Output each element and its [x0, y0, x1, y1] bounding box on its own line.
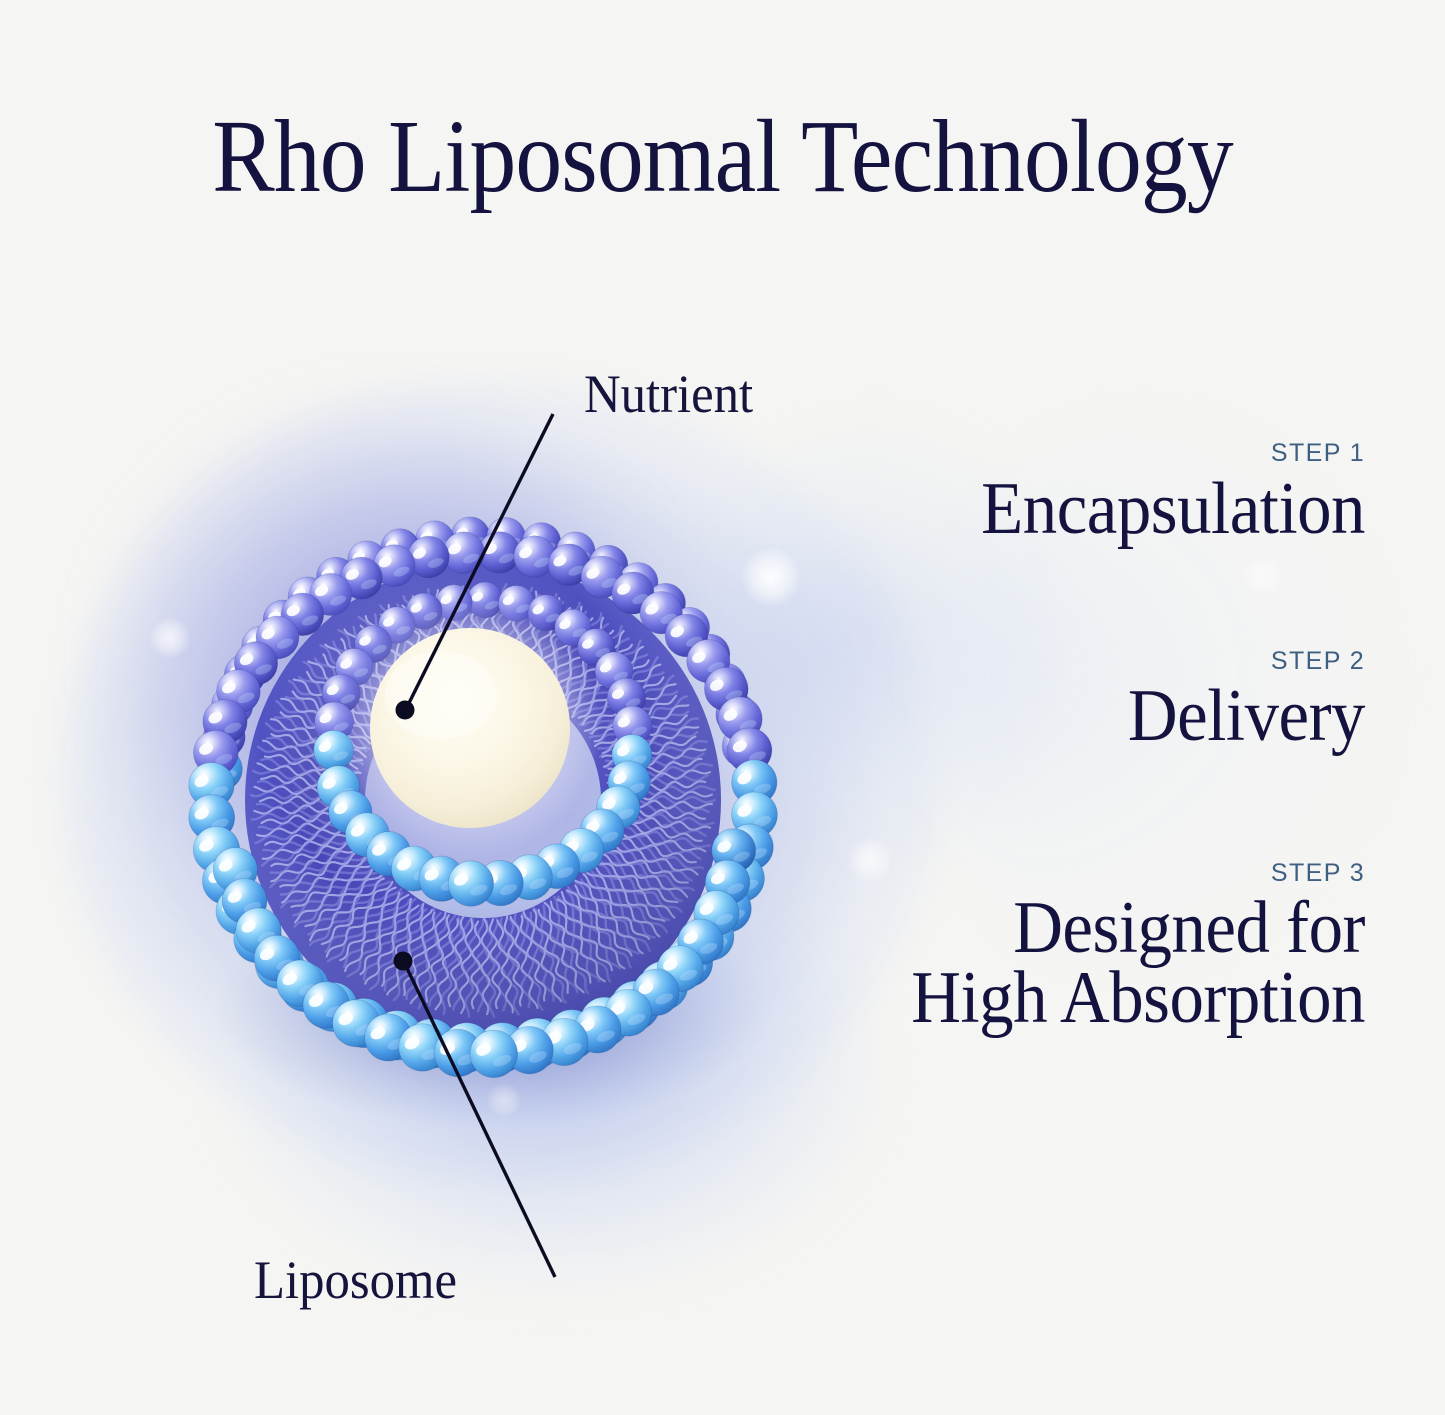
liposome-leader-dot — [393, 951, 413, 971]
callout-label-nutrient: Nutrient — [584, 364, 754, 424]
core-highlight — [385, 651, 497, 739]
step-1-title-line-1: Encapsulation — [981, 467, 1365, 550]
step-3-title-line-2: High Absorption — [911, 957, 1365, 1040]
step-1-title: Encapsulation — [788, 467, 1365, 550]
step-3-title-line-1: Designed for — [1013, 887, 1365, 970]
step-item-2: STEP 2 Delivery — [745, 646, 1366, 758]
step-2-title: Delivery — [788, 675, 1366, 758]
step-1-eyebrow: STEP 1 — [1270, 439, 1365, 467]
callout-liposome — [393, 951, 557, 1278]
page-title: Rho Liposomal Technology — [212, 99, 1233, 214]
step-3-title: Designed for High Absorption — [788, 887, 1365, 1040]
step-item-3: STEP 3 Designed for High Absorption — [745, 858, 1365, 1040]
steps-list: STEP 1 Encapsulation STEP 2 Delivery STE… — [745, 439, 1366, 1040]
step-3-eyebrow: STEP 3 — [1270, 858, 1365, 887]
outer-lipid-head-ring-front — [212, 828, 757, 1078]
nutrient-leader-dot — [395, 700, 415, 720]
step-item-1: STEP 1 Encapsulation — [745, 439, 1365, 550]
callout-label-liposome: Liposome — [254, 1250, 458, 1310]
callout-nutrient — [395, 413, 555, 720]
step-2-title-line-1: Delivery — [1127, 675, 1366, 758]
inner-lipid-head-ring-front — [316, 760, 651, 907]
liposome-leader-line — [402, 961, 557, 1278]
step-2-eyebrow: STEP 2 — [1270, 646, 1365, 675]
nutrient-leader-line — [404, 413, 555, 710]
